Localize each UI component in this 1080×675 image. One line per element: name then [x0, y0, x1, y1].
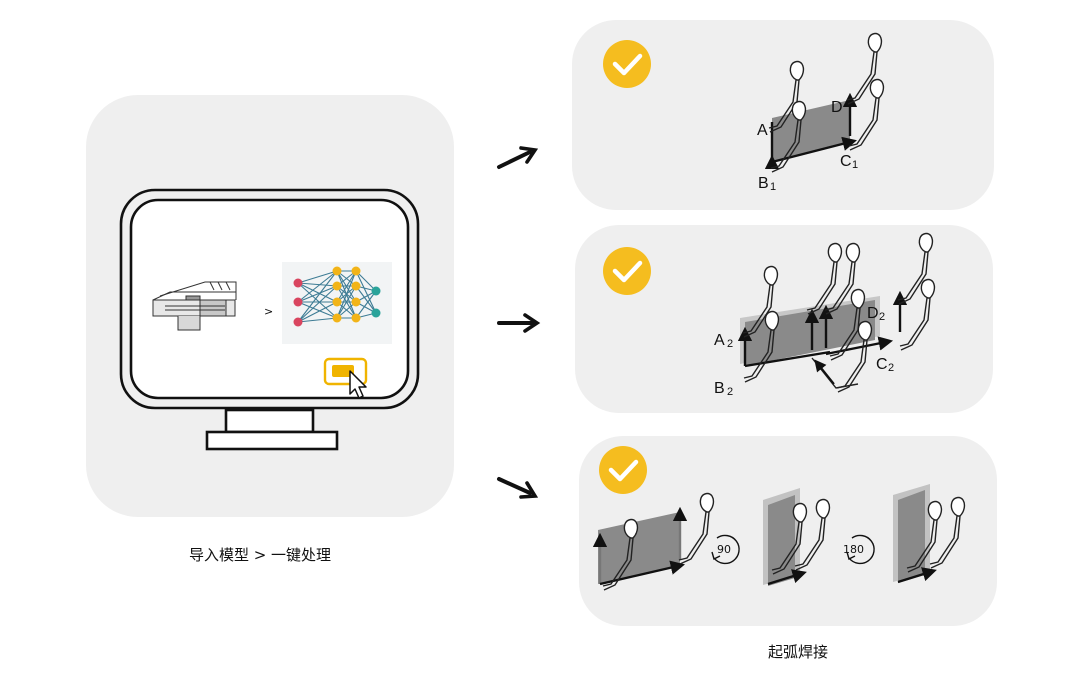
process-caption: 导入模型 > 一键处理 — [188, 546, 332, 564]
welding-torch-icon — [848, 78, 885, 151]
rotate-icon: 180 — [843, 534, 875, 565]
neural-network-icon — [282, 262, 392, 344]
check-icon — [603, 40, 651, 88]
svg-text:2: 2 — [727, 386, 733, 398]
svg-text:2: 2 — [727, 338, 733, 350]
weld-diagram-2: A 2 B 2 C 2 D 2 — [714, 232, 936, 398]
monitor-icon — [119, 188, 420, 451]
check-icon — [599, 446, 647, 494]
point-b-label: B — [758, 175, 769, 192]
point-a-label: A — [714, 332, 725, 349]
svg-text:1: 1 — [770, 181, 776, 193]
point-d-label: D — [867, 305, 879, 322]
arrow-icon — [497, 477, 539, 499]
svg-text:180: 180 — [843, 543, 864, 556]
svg-text:2: 2 — [888, 362, 894, 374]
arrow-icon — [497, 146, 539, 169]
point-c-label: C — [840, 153, 852, 170]
weld-diagram-1: A B 1 C 1 D — [757, 32, 885, 193]
svg-text:90: 90 — [717, 543, 731, 556]
svg-text:2: 2 — [879, 311, 885, 323]
point-c-label: C — [876, 356, 888, 373]
rotate-icon: 90 — [711, 534, 740, 565]
welding-torch-icon — [899, 278, 936, 351]
welding-caption: 起弧焊接 — [767, 643, 828, 661]
weld-diagram-3: 90 180 — [592, 484, 966, 591]
steel-model-icon — [152, 281, 237, 331]
cursor-icon — [349, 370, 367, 399]
check-icon — [603, 247, 651, 295]
point-b-label: B — [714, 380, 725, 397]
welding-torch-icon — [678, 492, 715, 565]
point-a-label: A — [757, 122, 768, 139]
svg-text:1: 1 — [852, 159, 858, 171]
process-separator: > — [264, 305, 273, 318]
arrow-icon — [497, 313, 541, 333]
point-d-label: D — [831, 99, 843, 116]
